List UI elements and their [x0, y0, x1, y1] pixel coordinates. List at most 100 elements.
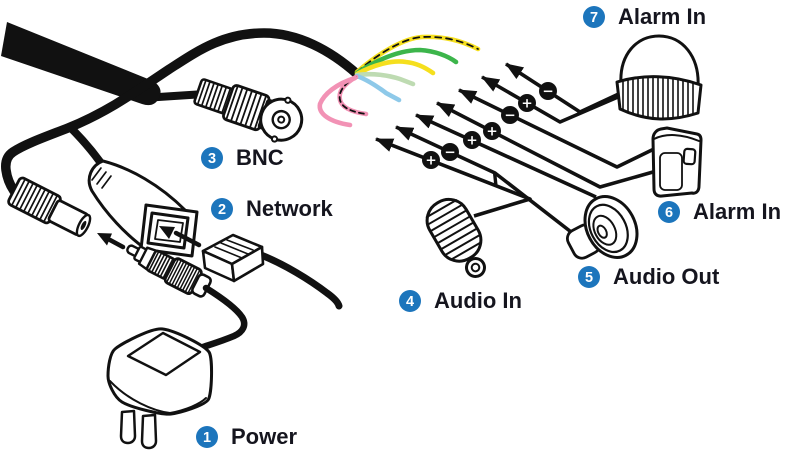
speaker-cone — [592, 214, 618, 246]
speaker-hub — [596, 224, 608, 239]
speaker-device — [565, 195, 639, 260]
label-network-number: 2 — [218, 202, 226, 218]
network-insert-arrow-shaft — [173, 230, 202, 248]
label-audio-in: 4 Audio In — [399, 288, 522, 313]
strobe-base-ribs — [622, 76, 694, 119]
microphone-device — [425, 197, 486, 279]
badge-strobe-minus: − — [539, 82, 557, 100]
dc-socket-ribs — [10, 178, 59, 223]
rj45-contacts — [214, 239, 254, 259]
badge-sign: + — [521, 96, 532, 112]
rj45-cable — [257, 251, 343, 310]
sensor-top-seam — [653, 134, 700, 142]
label-power-number: 1 — [203, 430, 211, 446]
adapter-top-panel — [126, 331, 202, 377]
wire-alarm7-plus — [354, 47, 459, 76]
power-insert-arrow-head — [97, 233, 112, 246]
label-network-bullet — [211, 198, 233, 220]
dc-power-plug — [126, 244, 248, 351]
sensor-front-panel — [659, 152, 683, 191]
label-power: 1 Power — [196, 424, 297, 449]
mic-grille-lines — [425, 199, 482, 261]
wire-alarm6-plus — [354, 71, 416, 87]
label-audio-in-bullet — [399, 290, 421, 312]
adapter-prong-right — [140, 413, 158, 450]
camera-pigtail-trunk — [1, 22, 362, 196]
ground-junction-bar — [492, 171, 498, 187]
adapter-cord — [199, 284, 248, 351]
bnc-inner-ring — [271, 109, 291, 130]
bnc-bayonet-lug-top — [284, 96, 292, 104]
label-alarm7-text: Alarm In — [618, 4, 706, 29]
badge-ground-minus: − — [441, 143, 459, 161]
main-cable-to-wire-fan — [1, 28, 362, 196]
label-bnc: 3 BNC — [201, 145, 284, 170]
sensor-indicator-window — [682, 147, 697, 166]
label-audio-in-text: Audio In — [434, 288, 522, 313]
strobe-dome — [619, 34, 700, 90]
bnc-center-pin — [277, 115, 286, 124]
mic-ring-hole — [470, 262, 481, 273]
network-socket-collar-ribs — [91, 167, 112, 189]
label-bnc-text: BNC — [236, 145, 284, 170]
label-alarm-in-7: 7 Alarm In — [583, 4, 706, 29]
labels: 1 Power 2 Network 3 BNC 4 Audio In 5 Aud… — [196, 4, 781, 449]
label-network-text: Network — [246, 196, 334, 221]
cable-sheath — [1, 22, 161, 106]
label-audio-out: 5 Audio Out — [578, 264, 720, 289]
label-power-text: Power — [231, 424, 297, 449]
mic-head — [425, 197, 483, 263]
bnc-connector — [193, 78, 304, 143]
rj45-right-face — [230, 245, 265, 283]
label-audio-out-number: 5 — [585, 270, 593, 286]
wire-alarm7-minus-stripe — [356, 36, 479, 73]
label-alarm7-number: 7 — [590, 10, 598, 26]
mic-ring — [465, 257, 486, 279]
dc-socket-hole — [80, 220, 87, 230]
badge-sign: − — [504, 108, 515, 124]
badge-sensor-minus: − — [501, 106, 519, 124]
label-audio-in-number: 4 — [406, 294, 414, 310]
speaker-rim-outer — [583, 195, 639, 259]
badge-sensor-plus: + — [483, 122, 501, 140]
breakout-wires — [317, 34, 481, 128]
lead-speaker-plus — [415, 113, 597, 199]
badge-sign: + — [486, 124, 497, 140]
polarity-badges: − + − + + − + — [422, 82, 557, 169]
wire-audio-in — [317, 75, 358, 128]
label-alarm7-bullet — [583, 6, 605, 28]
badge-sign: + — [466, 133, 477, 149]
adapter-seam — [109, 380, 207, 414]
alarm-sensor-device — [651, 126, 703, 198]
power-insert-arrow-shaft — [107, 237, 126, 250]
label-bnc-number: 3 — [208, 151, 216, 167]
wire-audio-ground-stripe — [338, 76, 367, 115]
bnc-bayonet-lug-bottom — [270, 135, 279, 143]
network-socket-inner — [154, 219, 184, 243]
dc-power-socket — [7, 176, 92, 238]
sensor-body — [651, 126, 703, 198]
label-power-bullet — [196, 426, 218, 448]
adapter-prong-left — [119, 409, 137, 445]
label-audio-out-text: Audio Out — [613, 264, 720, 289]
wire-alarm6-minus — [354, 59, 436, 77]
badge-speaker-plus: + — [463, 131, 481, 149]
label-alarm-in-6: 6 Alarm In — [658, 199, 781, 224]
dc-plug-ribs — [148, 250, 174, 280]
lead-strobe-plus — [481, 75, 619, 124]
speaker-rim-mid — [587, 203, 629, 254]
wire-audio-out — [354, 73, 402, 103]
rj45-plug — [159, 226, 343, 310]
label-alarm6-number: 6 — [665, 205, 673, 221]
power-adapter — [106, 327, 213, 450]
bnc-body-ribs — [225, 84, 268, 131]
badge-sign: − — [542, 84, 553, 100]
badge-sign: − — [444, 145, 455, 161]
alarm-strobe-device — [615, 34, 703, 121]
badge-sign: + — [425, 153, 436, 169]
badge-mic-plus: + — [422, 151, 440, 169]
label-alarm6-text: Alarm In — [693, 199, 781, 224]
badge-strobe-plus: + — [518, 94, 536, 112]
label-audio-out-bullet — [578, 266, 600, 288]
